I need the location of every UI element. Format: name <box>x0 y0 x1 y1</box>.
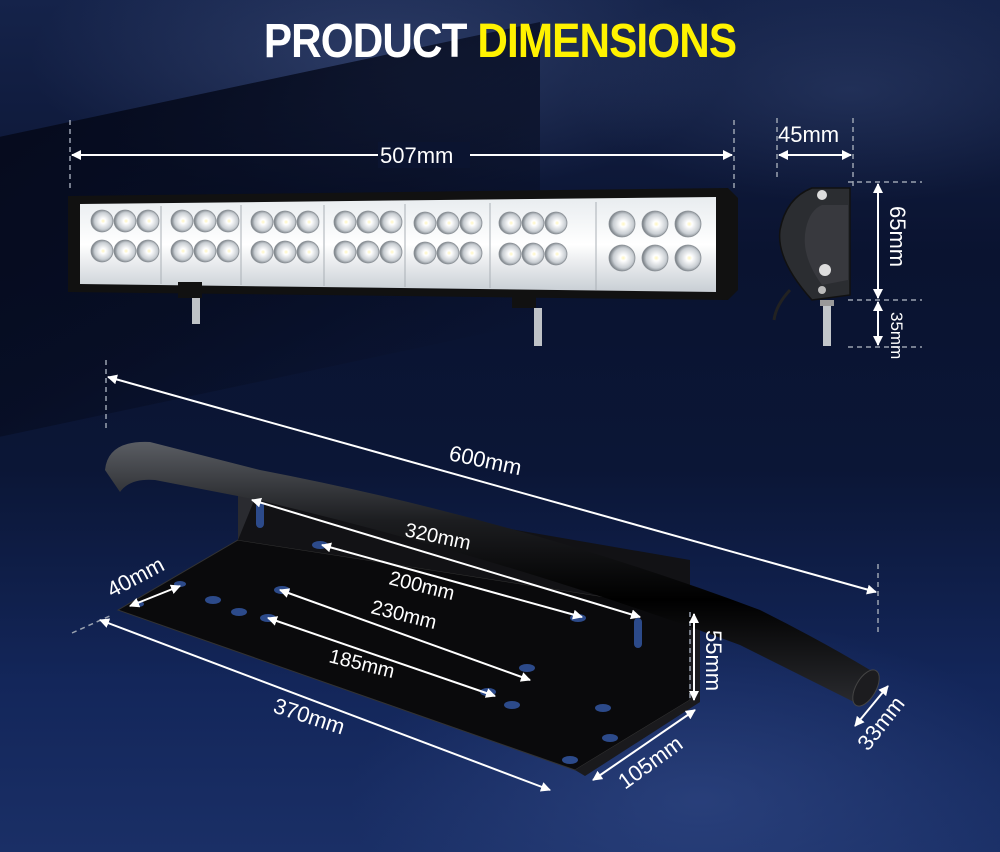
dimension-lines <box>69 118 922 792</box>
page-title: PRODUCT DIMENSIONS <box>60 14 940 69</box>
label-bracket-height: 35mm <box>887 312 906 359</box>
title-part-yellow: DIMENSIONS <box>477 15 737 68</box>
bull-bar-bracket <box>105 441 880 776</box>
label-55: 55mm <box>701 630 726 691</box>
label-side-width: 45mm <box>778 122 839 147</box>
title-part-white: PRODUCT <box>263 15 468 68</box>
light-bar-side-view <box>772 187 851 346</box>
label-side-height: 65mm <box>885 206 910 267</box>
led-light-bar <box>68 188 738 346</box>
label-bar-length: 507mm <box>380 143 453 168</box>
